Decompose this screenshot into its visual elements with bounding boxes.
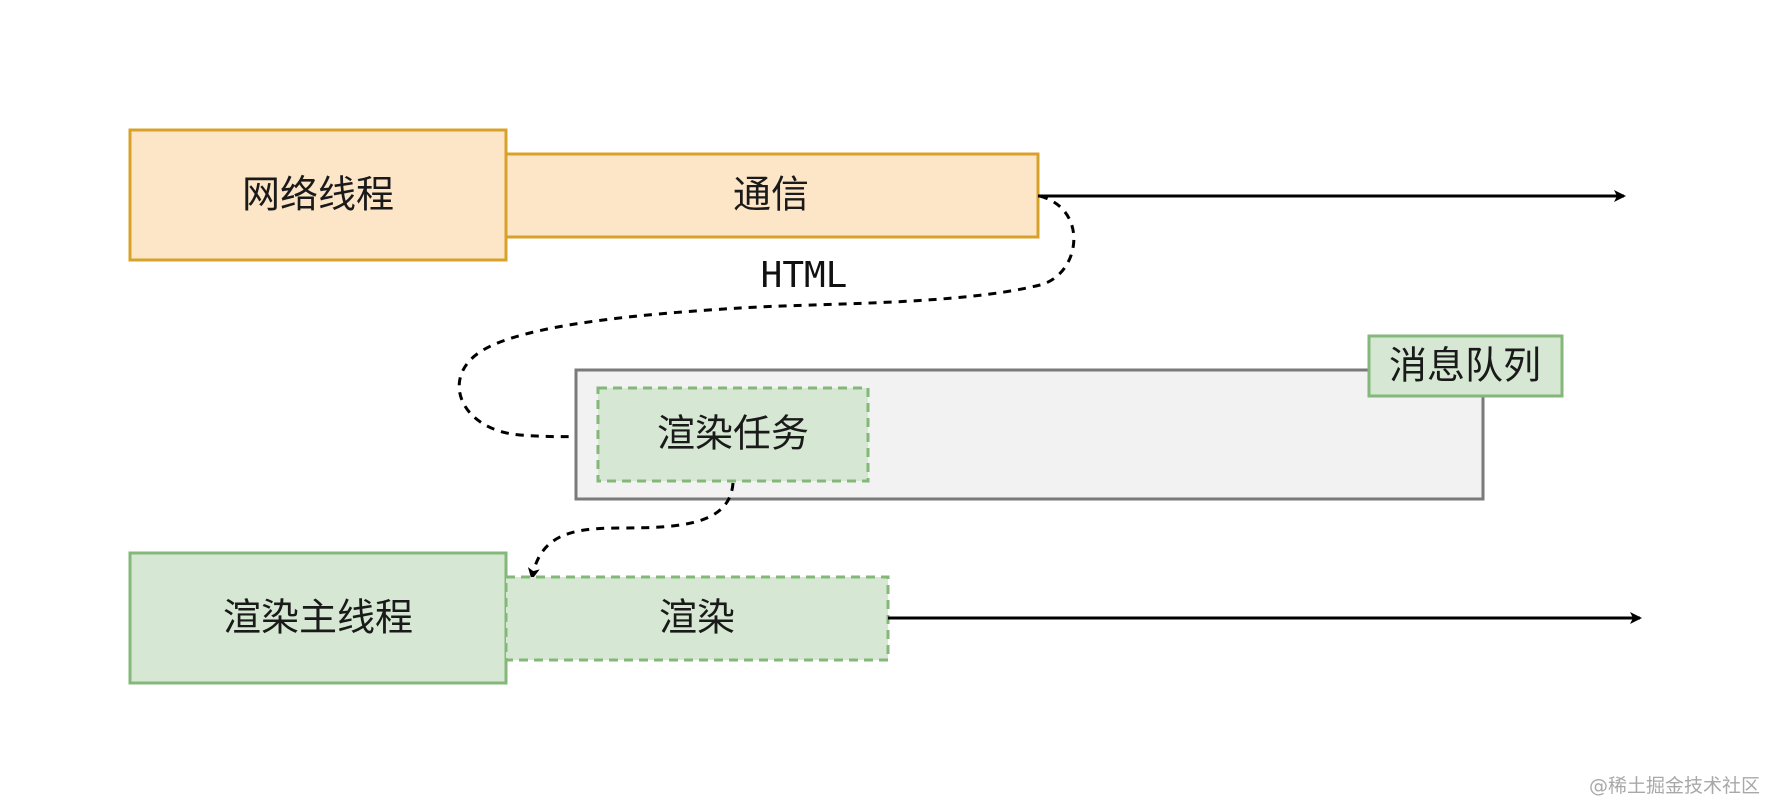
render-main-thread-row: 渲染主线程 渲染 [128,551,1642,685]
message-queue-tag [1367,334,1564,398]
message-queue-label: 消息队列 [1389,344,1541,388]
render-main-thread-box [128,551,508,685]
render-task-box [596,386,870,483]
render-task-edge [527,482,735,580]
render-label: 渲染 [659,596,735,640]
network-thread-label: 网络线程 [242,173,394,217]
network-thread-row: 网络线程 通信 [128,128,1626,262]
render-task-label: 渲染任务 [657,412,809,456]
html-edge [457,194,1076,443]
watermark: @稀土掘金技术社区 [1588,775,1760,797]
render-box [504,575,890,662]
render-main-thread-label: 渲染主线程 [223,596,413,640]
communication-label: 通信 [733,173,809,217]
network-thread-box [128,128,508,262]
message-queue: 消息队列 渲染任务 [574,334,1564,501]
html-edge-label: HTML [761,255,848,296]
communication-box [504,152,1040,239]
